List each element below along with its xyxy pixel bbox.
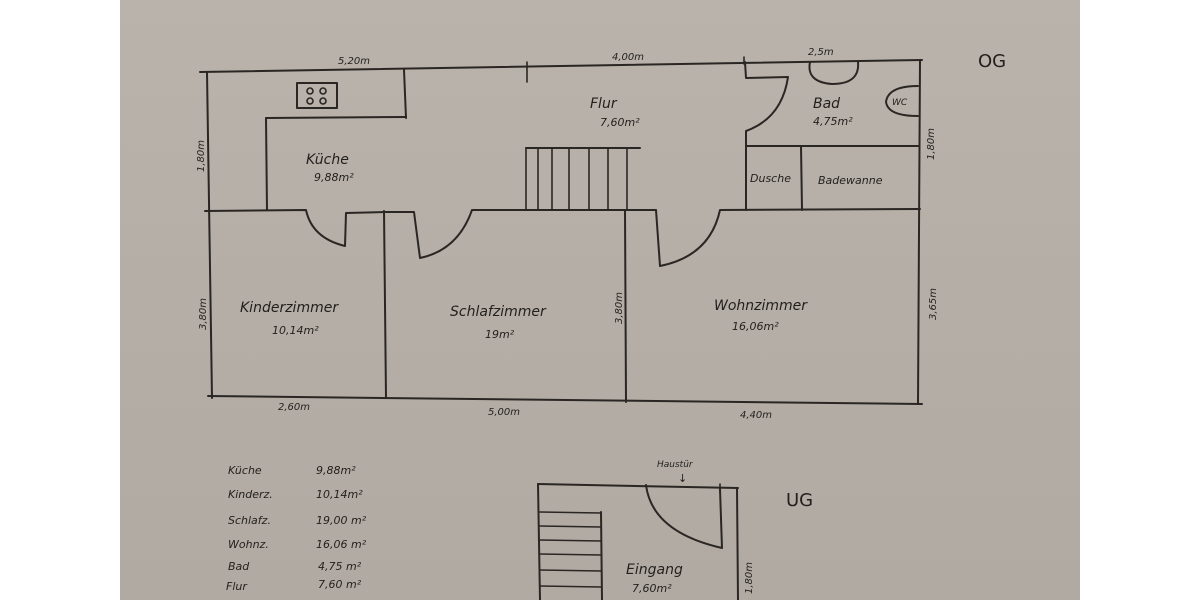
dim-bottom-right: 4,40m bbox=[740, 410, 772, 421]
og-middle-wall bbox=[204, 208, 921, 403]
area-list-value: 10,14m² bbox=[316, 488, 363, 501]
stairs-og bbox=[525, 147, 641, 211]
room-label-flur: Flur bbox=[590, 96, 618, 112]
area-list-name: Kinderz. bbox=[228, 488, 273, 501]
room-area-schlafzimmer: 19m² bbox=[485, 328, 515, 341]
dim-left-upper: 1,80m bbox=[196, 140, 207, 172]
door-label-haustuer: Haustür bbox=[657, 460, 694, 470]
area-list-value: 4,75 m² bbox=[318, 560, 362, 573]
area-list-value: 19,00 m² bbox=[316, 514, 367, 527]
dim-top-right: 2,5m bbox=[808, 47, 834, 58]
area-list-name: Bad bbox=[228, 560, 250, 573]
room-label-wohnzimmer: Wohnzimmer bbox=[714, 298, 808, 314]
room-label-bad: Bad bbox=[813, 96, 840, 112]
dim-top-middle: 4,00m bbox=[612, 52, 644, 63]
area-list-name: Küche bbox=[228, 464, 262, 477]
dim-right-upper: 1,80m bbox=[926, 128, 937, 160]
area-list-name: Flur bbox=[226, 580, 248, 593]
og-outer-walls bbox=[199, 56, 923, 405]
room-area-kueche: 9,88m² bbox=[314, 171, 354, 184]
floor-label-og: OG bbox=[978, 51, 1006, 72]
dim-bottom-left: 2,60m bbox=[278, 402, 310, 413]
arrow-down-icon: ↓ bbox=[678, 472, 687, 485]
dim-left-lower: 3,80m bbox=[198, 298, 209, 330]
room-area-kinderzimmer: 10,14m² bbox=[272, 324, 319, 337]
sink-icon bbox=[808, 61, 860, 85]
room-label-badewanne: Badewanne bbox=[818, 174, 883, 187]
room-label-kueche: Küche bbox=[306, 152, 349, 168]
area-list-value: 9,88m² bbox=[316, 464, 356, 477]
room-area-bad: 4,75m² bbox=[813, 115, 853, 128]
room-area-wohnzimmer: 16,06m² bbox=[732, 320, 779, 333]
area-list-name: Wohnz. bbox=[228, 538, 269, 551]
room-label-eingang: Eingang bbox=[626, 562, 683, 578]
area-list-value: 16,06 m² bbox=[316, 538, 367, 551]
room-area-eingang: 7,60m² bbox=[632, 582, 672, 595]
dim-right-lower: 3,65m bbox=[928, 288, 939, 320]
room-label-wc: WC bbox=[892, 98, 908, 108]
room-kueche bbox=[265, 69, 407, 211]
room-label-dusche: Dusche bbox=[750, 172, 791, 185]
dim-top-left: 5,20m bbox=[338, 56, 370, 67]
room-label-kinderzimmer: Kinderzimmer bbox=[240, 300, 339, 316]
stove-icon bbox=[296, 82, 338, 109]
room-area-flur: 7,60m² bbox=[600, 116, 640, 129]
floor-label-ug: UG bbox=[786, 490, 813, 511]
ug-walls bbox=[537, 483, 739, 600]
room-label-schlafzimmer: Schlafzimmer bbox=[450, 304, 547, 320]
room-bad bbox=[744, 61, 919, 211]
area-list-value: 7,60 m² bbox=[318, 578, 362, 591]
wc-icon bbox=[885, 85, 919, 117]
area-list-name: Schlafz. bbox=[228, 514, 271, 527]
dim-ug-right: 1,80m bbox=[744, 562, 755, 594]
dim-middle-vertical: 3,80m bbox=[614, 292, 625, 324]
dim-bottom-middle: 5,00m bbox=[488, 407, 520, 418]
area-list: Küche 9,88m² Kinderz. 10,14m² Schlafz. 1… bbox=[226, 464, 367, 593]
